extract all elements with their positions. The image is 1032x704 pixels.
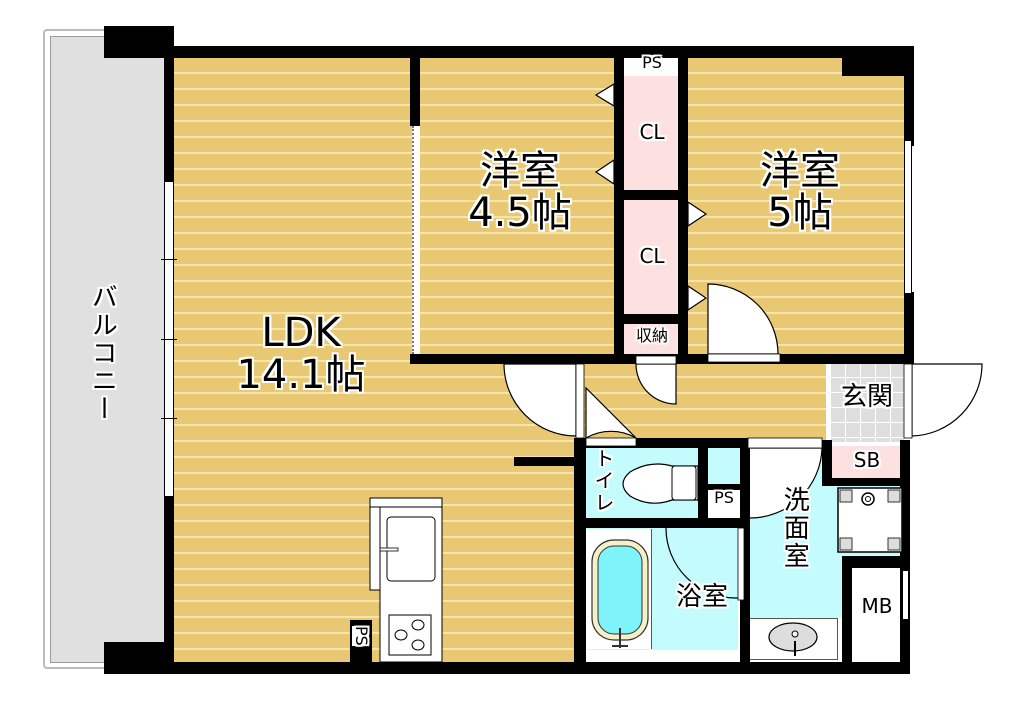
window-mb xyxy=(902,570,909,620)
entrance-label: 玄関 xyxy=(840,382,893,412)
wall-storage-divider xyxy=(614,314,688,324)
toilet-side-nook xyxy=(708,446,746,484)
wall-closet-divider xyxy=(614,190,688,200)
wall-closet-right xyxy=(678,46,688,364)
wall-closet-left xyxy=(614,46,624,364)
ldk-size: 14.1帖 xyxy=(236,352,366,398)
wall-mb-frame xyxy=(842,556,910,568)
western-room-4-5-name: 洋室 xyxy=(480,148,560,194)
wall-top xyxy=(104,46,914,58)
washroom-label: 洗面室 xyxy=(779,486,810,570)
wall-toilet-right xyxy=(698,438,708,528)
wall-right-upper xyxy=(904,46,914,146)
wall-corner-tl xyxy=(104,26,174,58)
wall-wash-left xyxy=(740,438,750,674)
western-room-5-name: 洋室 xyxy=(760,148,840,194)
ldk-name: LDK xyxy=(261,310,341,356)
window-room5[interactable] xyxy=(904,140,912,294)
pipe-space-top xyxy=(626,58,678,72)
wall-mb-left xyxy=(842,556,852,674)
wall-right-mid xyxy=(904,292,914,362)
wall-toilet-bottom xyxy=(574,518,750,528)
pipe-space-top-label: PS xyxy=(642,53,662,72)
sliding-door-w1[interactable] xyxy=(412,126,420,354)
bath-label: 浴室 xyxy=(675,582,728,612)
storage-small-label: 収納 xyxy=(635,326,668,345)
closet-lower-label: CL xyxy=(639,244,665,268)
balcony-label: バルコニー xyxy=(87,283,118,423)
western-room-4-5-label: 洋室 4.5帖 xyxy=(440,150,600,234)
wall-w1-left xyxy=(410,46,420,126)
closet-upper-label: CL xyxy=(639,120,665,144)
western-room-4-5-size: 4.5帖 xyxy=(468,190,572,236)
meter-box-label: MB xyxy=(861,594,893,618)
ldk-label: LDK 14.1帖 xyxy=(216,312,386,396)
western-room-4-5 xyxy=(418,58,618,354)
wall-wet-left xyxy=(574,438,586,674)
toilet-label: トイレ xyxy=(591,448,615,514)
window-ldk-divider-1 xyxy=(161,259,177,260)
shoe-box-label: SB xyxy=(853,448,881,472)
window-ldk-divider-3 xyxy=(161,418,177,419)
pipe-space-kitchen-label: PS xyxy=(351,626,371,646)
western-room-5-label: 洋室 5帖 xyxy=(720,150,880,234)
window-ldk-divider-2 xyxy=(161,339,177,340)
storage-small xyxy=(624,324,680,354)
wall-ldk-stub xyxy=(514,457,576,466)
meter-box-area xyxy=(852,568,902,648)
pipe-space-toilet-label: PS xyxy=(708,489,740,507)
wall-corner-tr xyxy=(842,46,914,76)
western-room-5-size: 5帖 xyxy=(767,190,833,236)
wall-left-lower xyxy=(164,497,174,672)
closet-lower xyxy=(624,200,680,316)
wall-sb-bottom xyxy=(822,478,910,486)
wall-ps-frame xyxy=(708,484,748,490)
entrance-floor xyxy=(830,362,904,442)
closet-upper xyxy=(624,76,680,190)
balcony xyxy=(50,36,165,663)
wall-toilet-top xyxy=(574,438,750,448)
wall-entrance-left xyxy=(822,440,832,482)
wall-bottom xyxy=(104,662,910,674)
wall-left-upper xyxy=(164,46,174,181)
shoe-box xyxy=(830,446,904,478)
